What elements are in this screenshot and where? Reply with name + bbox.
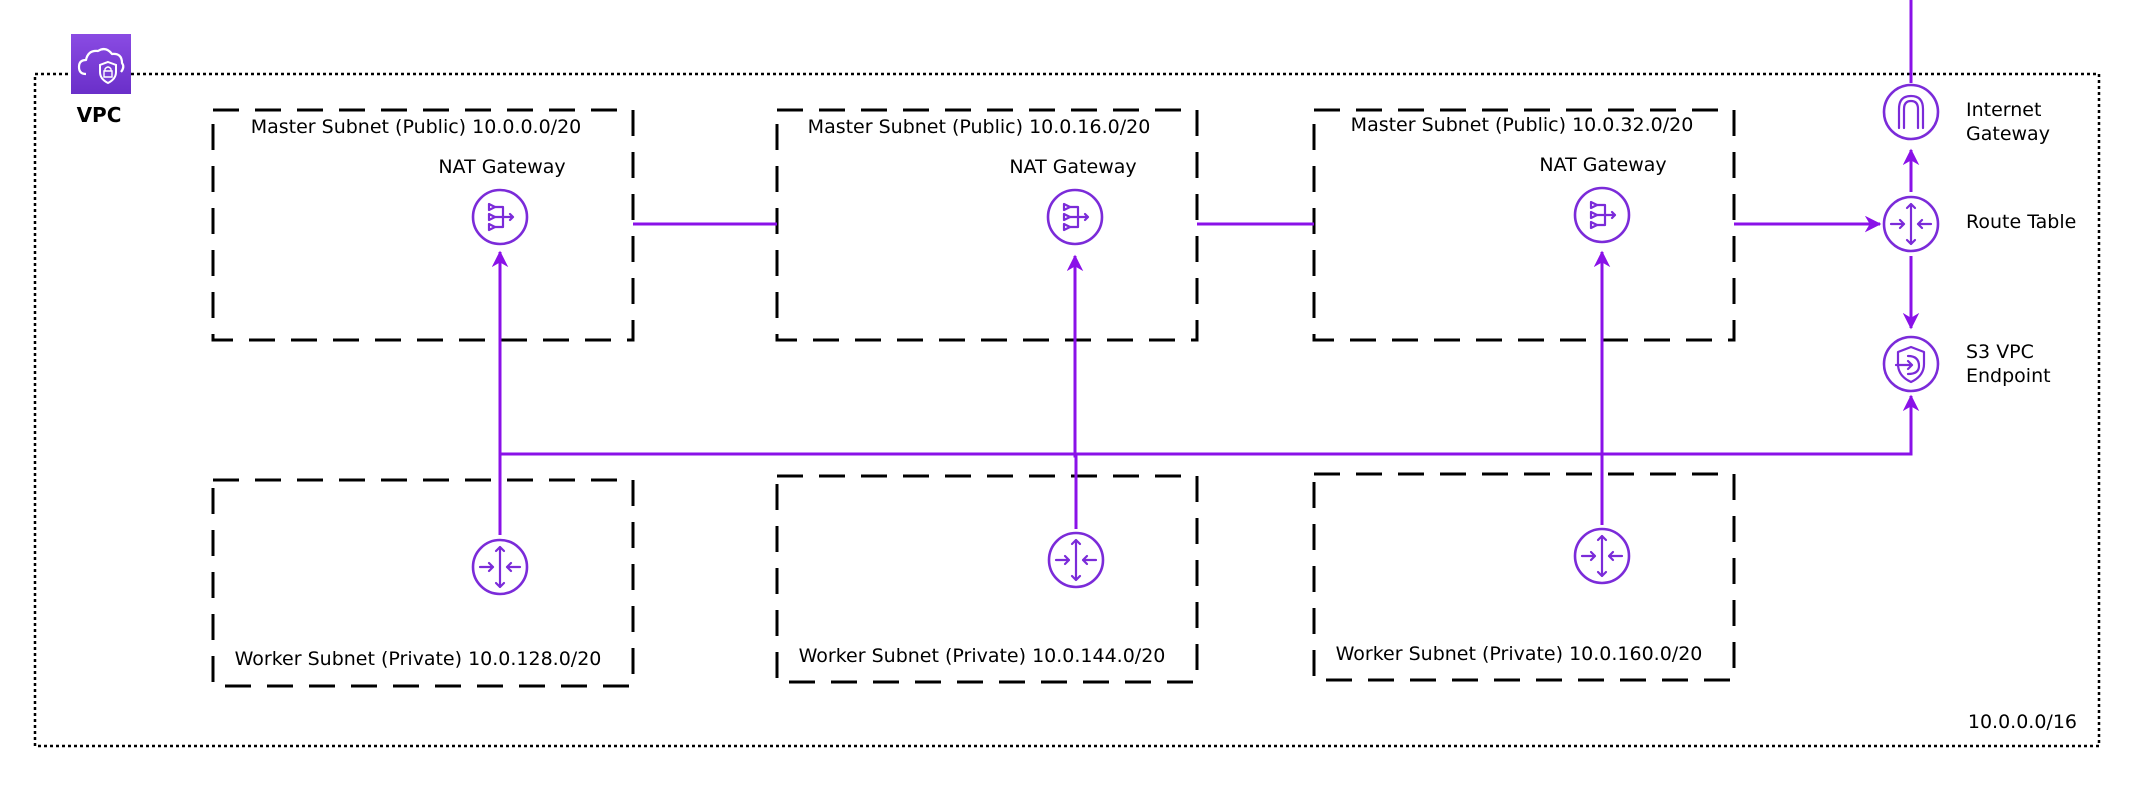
internet-gateway-label-line1: Internet [1966, 99, 2041, 121]
nat-gateway-1-label: NAT Gateway [438, 156, 565, 178]
nat-gateway-3-label: NAT Gateway [1539, 154, 1666, 176]
cloud-shield-icon [77, 47, 125, 85]
worker-subnet-3-label: Worker Subnet (Private) 10.0.160.0/20 [1336, 643, 1703, 665]
nat-gateway-2-label: NAT Gateway [1009, 156, 1136, 178]
router-icon [1573, 527, 1631, 585]
route-table-icon [1882, 195, 1940, 253]
master-subnet-3-box [1312, 108, 1736, 342]
worker-subnet-3-box [1312, 472, 1736, 682]
master-subnet-2-label: Master Subnet (Public) 10.0.16.0/20 [808, 116, 1151, 138]
worker-subnet-2-box [775, 474, 1199, 684]
nat-gateway-icon [1046, 188, 1104, 246]
vpc-badge [71, 34, 131, 94]
internet-gateway-label-line2: Gateway [1966, 123, 2050, 145]
connectors [491, 0, 1920, 535]
vpc-title: VPC [77, 103, 122, 127]
nat-gateway-icon [471, 188, 529, 246]
route-table-label: Route Table [1966, 211, 2076, 233]
s3-endpoint-label: S3 VPC Endpoint [1966, 341, 2051, 387]
master-subnet-2-box [775, 108, 1199, 342]
worker-subnet-1-box [211, 478, 635, 688]
master-subnet-3-label: Master Subnet (Public) 10.0.32.0/20 [1351, 114, 1694, 136]
internet-gateway-label: Internet Gateway [1966, 99, 2050, 145]
router-icon [471, 538, 529, 596]
vpc-cidr-label: 10.0.0.0/16 [1968, 711, 2077, 733]
worker-subnet-2-label: Worker Subnet (Private) 10.0.144.0/20 [799, 645, 1166, 667]
s3-endpoint-label-line2: Endpoint [1966, 365, 2051, 387]
internet-gateway-icon [1882, 83, 1940, 141]
vpc-endpoint-icon [1882, 335, 1940, 393]
master-subnet-1-label: Master Subnet (Public) 10.0.0.0/20 [251, 116, 582, 138]
worker-subnet-1-label: Worker Subnet (Private) 10.0.128.0/20 [235, 648, 602, 670]
s3-endpoint-label-line1: S3 VPC [1966, 341, 2034, 363]
router-icon [1047, 531, 1105, 589]
connector-workers-s3-endpoint [500, 394, 1920, 456]
master-subnet-1-box [211, 108, 635, 342]
nat-gateway-icon [1573, 186, 1631, 244]
vpc-boundary [33, 72, 2101, 748]
connector-worker2-nat2 [1066, 254, 1084, 529]
